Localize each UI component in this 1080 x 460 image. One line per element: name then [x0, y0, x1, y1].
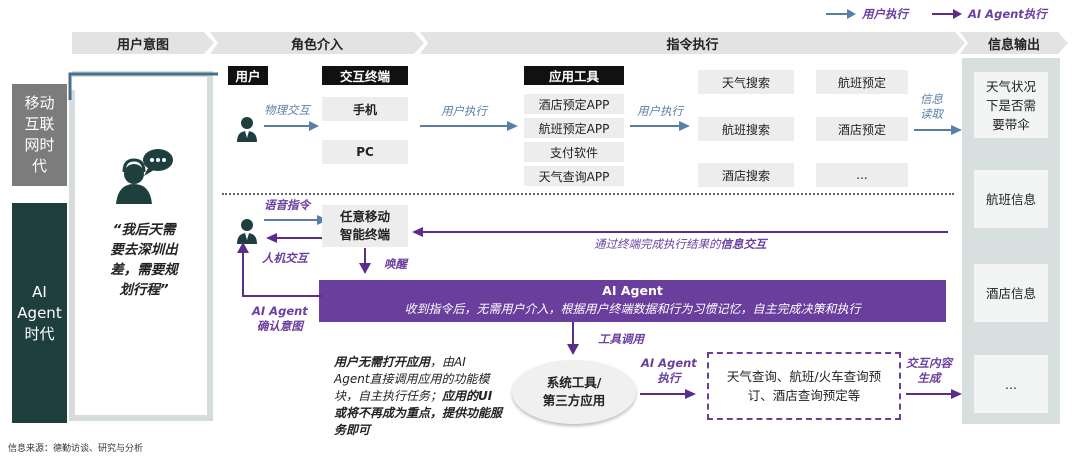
arrow-tool-call: [567, 322, 579, 355]
note-part-2: ，由AI Agent直接调用应用的功能模块，自主执行任务；: [334, 355, 490, 403]
legend: 用户执行 AI Agent执行: [826, 5, 1076, 23]
arrow-hci: [266, 233, 330, 243]
arrow-content-gen: [906, 389, 962, 399]
device-pc: PC: [322, 140, 408, 164]
era-mobile-internet: 移动 互联 网时 代: [12, 84, 67, 186]
smart-terminal: 任意移动 智能终端: [322, 205, 408, 247]
output-hotel: 酒店信息: [974, 264, 1048, 322]
voice-command-label: 语音指令: [264, 198, 310, 212]
service-flight-booking: 航班预定: [816, 70, 908, 94]
era-ai-agent: AI Agent 时代: [12, 203, 67, 423]
arrow-wake: [359, 248, 371, 274]
info-exchange-emphasis: 信息交互: [720, 237, 767, 251]
hci-label: 人机交互: [262, 251, 308, 265]
ai-agent-title: AI Agent: [602, 283, 663, 298]
arrow-info-read: [914, 125, 962, 135]
service-more: ...: [816, 163, 908, 187]
agent-exec-label: AI Agent 执行: [641, 356, 697, 385]
user-exec-label-2: 用户执行: [637, 104, 683, 118]
note-part-3: 应用的UI或将不再成为重点，提供功能服务即可: [334, 389, 503, 437]
output-weather: 天气状况 下是否需 要带伞: [974, 72, 1048, 138]
info-exchange-label: 通过终端完成执行结果的信息交互: [594, 236, 767, 252]
user-exec-label-1: 用户执行: [441, 104, 487, 118]
arrow-info-exchange: [412, 227, 948, 237]
terminal-label: 交互终端: [322, 66, 408, 85]
content-gen-label: 交互内容 生成: [906, 356, 952, 385]
output-flight: 航班信息: [974, 170, 1048, 228]
legend-user-exec: 用户执行: [862, 7, 908, 21]
phase-user-intent: 用户意图: [72, 32, 214, 54]
phase-role-intervention: 角色介入: [210, 32, 424, 54]
service-hotel-search: 酒店搜索: [698, 163, 794, 187]
physical-interaction-label: 物理交互: [264, 103, 310, 117]
output-more: ...: [974, 355, 1048, 413]
era-separator: [222, 193, 954, 195]
arrow-user-exec-2: [630, 121, 690, 131]
note-part-1: 用户无需打开应用: [334, 355, 431, 369]
ai-agent-bar: AI Agent 收到指令后，无需用户介入，根据用户终端数据和行为习惯记忆，自主…: [319, 280, 946, 322]
legend-agent-exec: AI Agent执行: [968, 7, 1047, 21]
tool-call-label: 工具调用: [598, 332, 644, 346]
service-flight-search: 航班搜索: [698, 117, 794, 141]
arrow-user-exec-1: [420, 121, 518, 131]
app-payment: 支付软件: [524, 142, 624, 162]
user-speaking-icon: [116, 149, 173, 204]
legend-user-arrow-icon: [826, 9, 856, 19]
app-flight-booking: 航班预定APP: [524, 118, 624, 138]
user-person-icon: [237, 117, 257, 142]
system-tools: 系统工具/ 第三方应用: [512, 360, 636, 424]
arrow-agent-confirm: [237, 242, 322, 297]
task-box: 天气查询、航班/火车查询预订、酒店查询预定等: [707, 352, 901, 420]
arrow-voice-command: [264, 215, 328, 225]
legend-agent-arrow-icon: [932, 9, 962, 19]
arrow-agent-exec: [640, 389, 696, 399]
device-phone: 手机: [322, 97, 408, 121]
agent-note: 用户无需打开应用，由AI Agent直接调用应用的功能模块，自主执行任务；应用的…: [334, 354, 504, 439]
user-label: 用户: [228, 66, 268, 85]
app-hotel-booking: 酒店预定APP: [524, 94, 624, 114]
service-weather-search: 天气搜索: [698, 70, 794, 94]
info-read-label: 信息 读取: [920, 92, 943, 121]
intent-quote: “我后天需 要去深圳出 差，需要规 划行程”: [110, 222, 178, 298]
phase-command-execution: 指令执行: [420, 32, 965, 54]
user-person-ai-icon: [237, 219, 257, 244]
ai-agent-description: 收到指令后，无需用户介入，根据用户终端数据和行为习惯记忆，自主完成决策和执行: [404, 302, 861, 316]
intent-frame: [68, 71, 218, 421]
source-note: 信息来源：德勤访谈、研究与分析: [8, 444, 144, 454]
wake-label: 唤醒: [384, 257, 407, 271]
info-exchange-prefix: 通过终端完成执行结果的: [594, 237, 721, 251]
app-tools-label: 应用工具: [524, 66, 624, 85]
service-hotel-booking: 酒店预定: [816, 117, 908, 141]
agent-confirm-label: AI Agent 确认意图: [252, 304, 308, 333]
app-weather: 天气查询APP: [524, 166, 624, 186]
arrow-physical-interaction: [264, 121, 319, 131]
phase-info-output: 信息输出: [960, 32, 1068, 54]
